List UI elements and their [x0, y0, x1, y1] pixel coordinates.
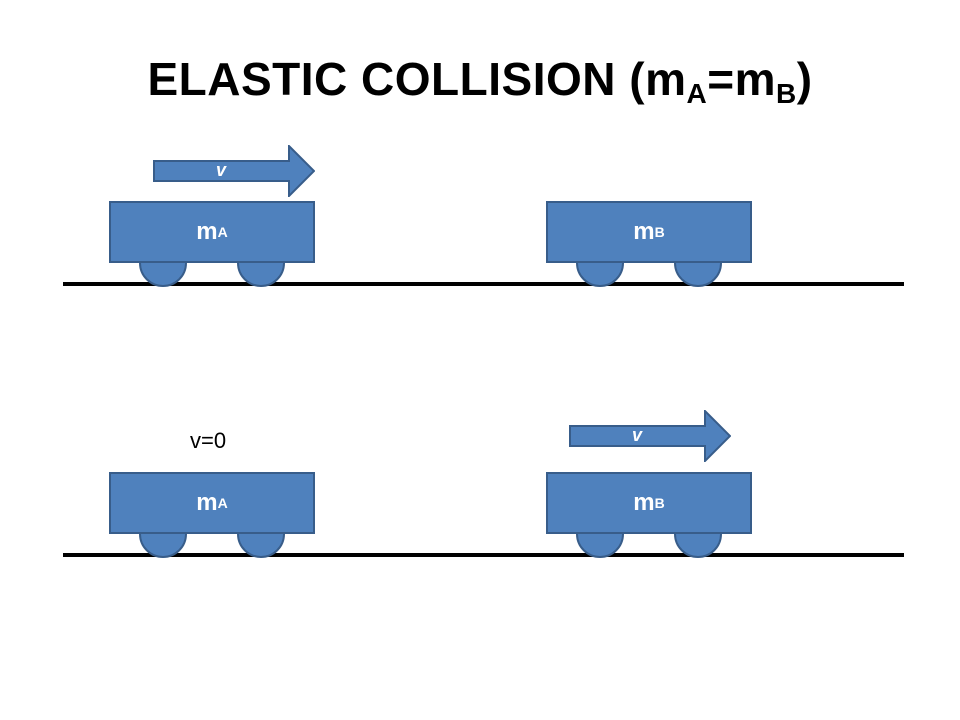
mass-label: m: [633, 489, 655, 516]
velocity-label: v: [215, 160, 226, 180]
title-text-end: ): [796, 53, 813, 105]
title-text-mid: =m: [707, 53, 776, 105]
arrow-right-icon: [569, 410, 731, 462]
mass-label: m: [196, 489, 218, 516]
title-text: ELASTIC COLLISION (m: [147, 53, 687, 105]
velocity-zero-label: v=0: [190, 428, 227, 453]
slide-title: ELASTIC COLLISION (mA=mB): [0, 52, 960, 109]
title-subscript-a: A: [686, 78, 708, 109]
ground-line-before: [63, 282, 904, 286]
mass-label: m: [633, 218, 655, 245]
velocity-arrow-after: v: [569, 410, 731, 462]
velocity-arrow-before: v: [153, 145, 315, 197]
arrow-right-icon: [153, 145, 315, 197]
mass-label: m: [196, 218, 218, 245]
ground-line-after: [63, 553, 904, 557]
title-subscript-b: B: [775, 78, 797, 109]
velocity-label: v: [631, 425, 642, 445]
